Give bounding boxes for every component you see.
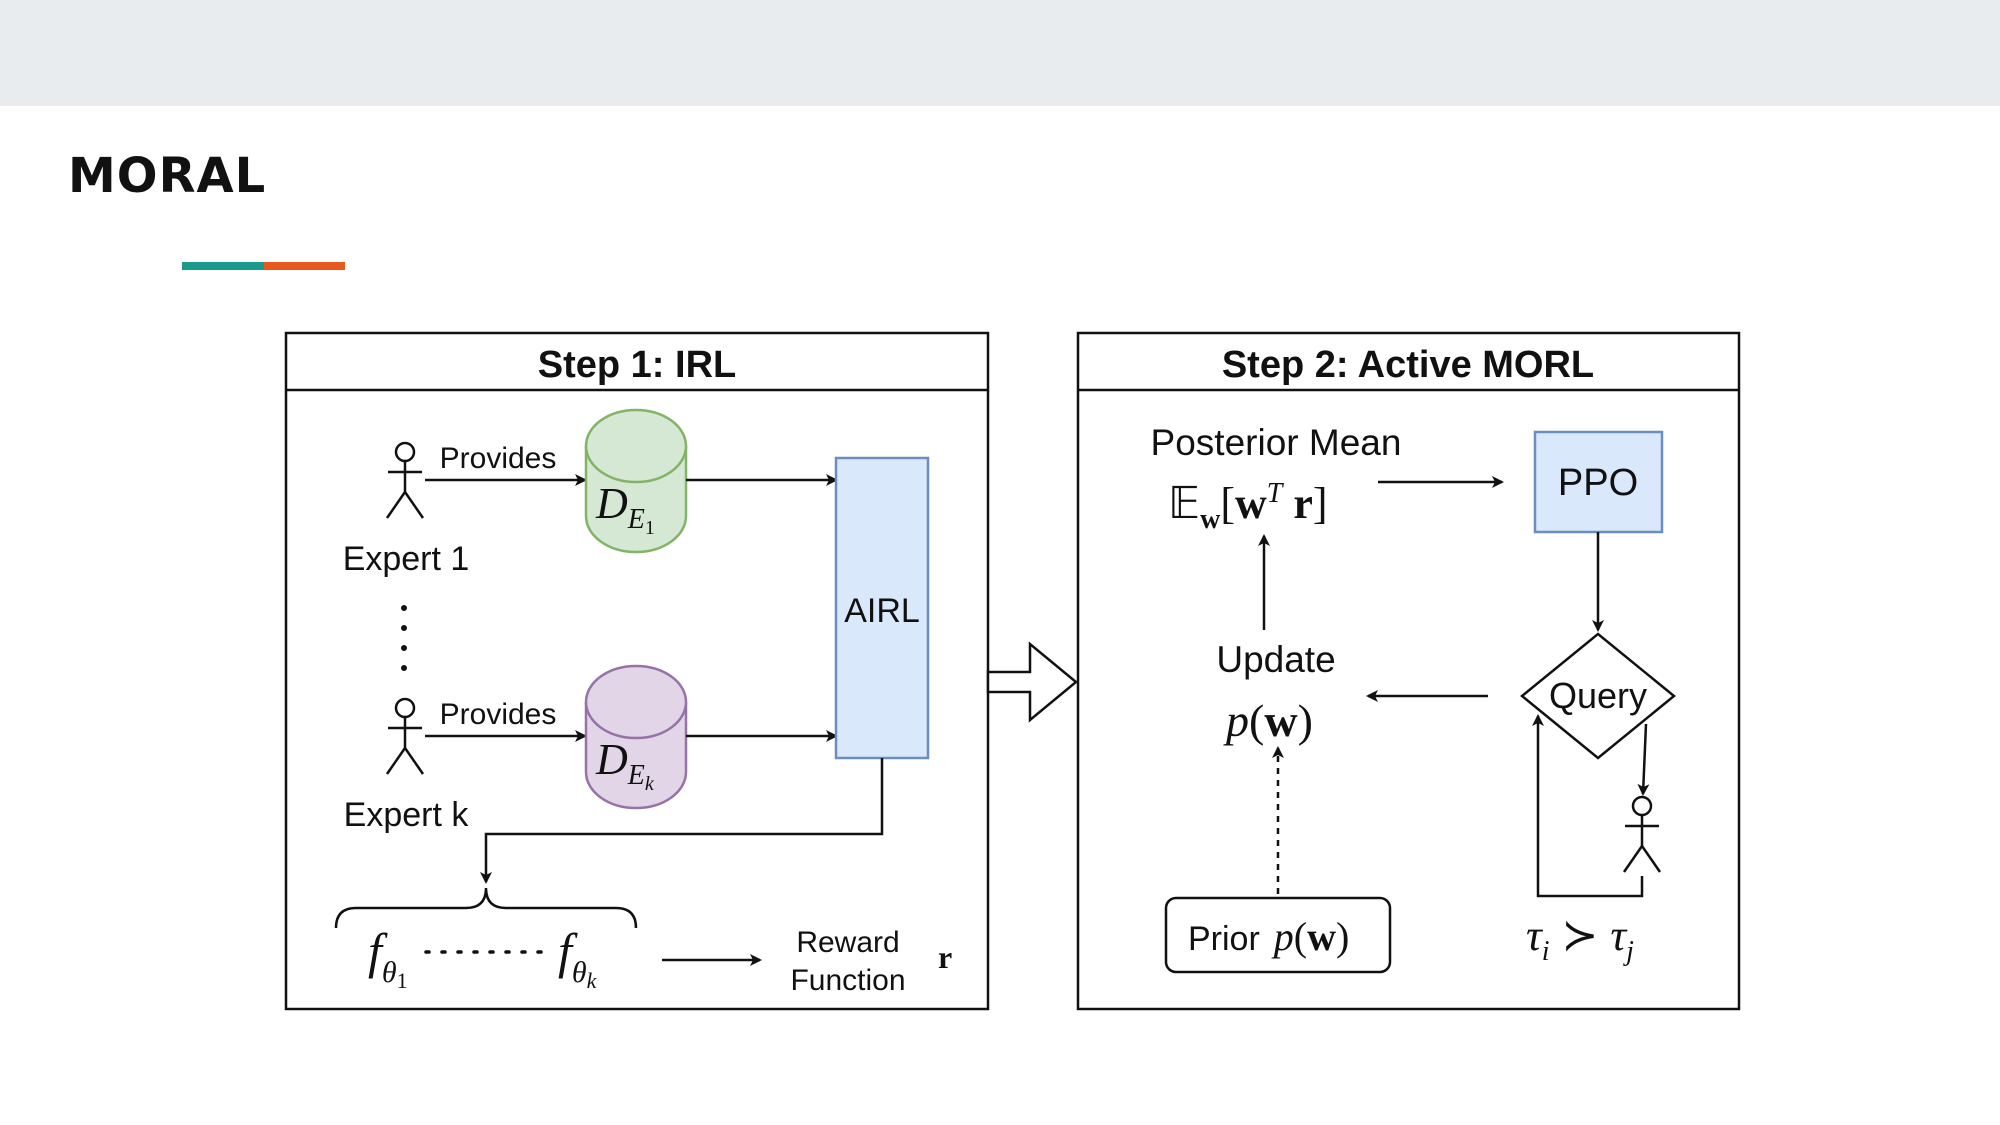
- expectation-symbol: 𝔼: [1168, 479, 1200, 528]
- step1-title: Step 1: IRL: [538, 344, 736, 386]
- dataset-1-subscript: E: [627, 504, 645, 535]
- feedback-loop-arrow: [1532, 714, 1644, 898]
- expert-1-person-icon: [385, 441, 425, 519]
- expert-k-label: Expert k: [344, 796, 470, 834]
- airl-label: AIRL: [844, 592, 920, 630]
- dataset-k-cylinder: [584, 664, 688, 810]
- posterior-mean-label: Posterior Mean: [1151, 422, 1402, 463]
- airl-block: [834, 456, 930, 760]
- ppo-label: PPO: [1558, 462, 1638, 504]
- update-label: Update: [1216, 639, 1335, 680]
- dataset-1-math: DE1: [595, 479, 655, 539]
- posterior-expectation: 𝔼w[wT r]: [1168, 478, 1328, 535]
- query-diamond: [1520, 632, 1676, 760]
- step1-panel: Step 1: IRL Expert 1 Provides DE1: [284, 331, 990, 1011]
- f-theta-k: fθk: [558, 923, 598, 993]
- expectation-T: T: [1267, 478, 1285, 509]
- dataset-k-subsubscript: k: [645, 773, 655, 795]
- airl-output-arrow: [480, 758, 884, 884]
- preference-relation: τi≻τj: [1526, 911, 1634, 967]
- query-label: Query: [1549, 675, 1647, 716]
- dataset-k-subscript: E: [627, 760, 645, 791]
- expectation-r: r: [1293, 479, 1313, 528]
- step-transition-arrow: [986, 641, 1078, 723]
- provides-k-label: Provides: [440, 698, 557, 731]
- reward-label-line2: Function: [790, 964, 905, 997]
- expert-1-label: Expert 1: [343, 540, 470, 578]
- top-band: [0, 0, 2000, 106]
- step2-frame: [1076, 331, 1741, 1011]
- dataset-1-top: [584, 408, 688, 484]
- ppo-block: [1533, 430, 1664, 534]
- step2-panel: Step 2: Active MORL Posterior Mean 𝔼w[wT…: [1076, 331, 1741, 1011]
- reward-symbol-r: r: [938, 939, 952, 975]
- accent-bar-orange: [264, 262, 345, 270]
- dataset-k-math: DEk: [595, 735, 655, 795]
- accent-bar-teal: [182, 262, 264, 270]
- dataset-1-cylinder: [584, 408, 688, 554]
- dataset-k-symbol: D: [595, 735, 628, 784]
- experts-ellipsis: [401, 605, 407, 671]
- expert-k-person-icon: [385, 697, 425, 775]
- dataset-1-subsubscript: 1: [645, 517, 655, 539]
- dataset-k-top: [584, 664, 688, 740]
- human-evaluator-person-icon: [1622, 795, 1662, 873]
- expectation-w: w: [1235, 479, 1267, 528]
- f-theta-1: fθ1: [368, 923, 408, 993]
- dataset-1-symbol: D: [595, 479, 628, 528]
- reward-functions-brace: [334, 887, 638, 929]
- provides-1-label: Provides: [440, 442, 557, 475]
- slide-title: MORAL: [68, 148, 267, 204]
- reward-label-line1: Reward: [796, 926, 899, 959]
- update-p-w: p(w): [1223, 695, 1313, 746]
- prior-box: [1164, 896, 1392, 974]
- query-to-human-arrow: [1637, 723, 1650, 796]
- step2-title: Step 2: Active MORL: [1222, 344, 1594, 386]
- expectation-subscript: w: [1200, 504, 1221, 535]
